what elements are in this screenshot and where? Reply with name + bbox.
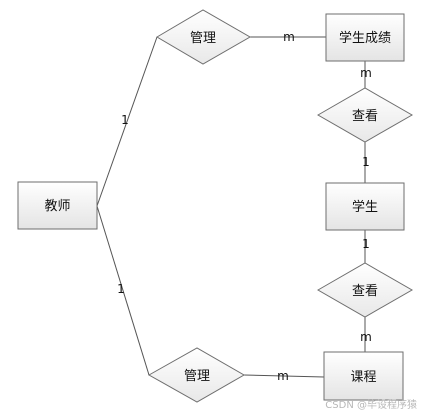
- relation-view-course[interactable]: 查看: [316, 262, 414, 318]
- cardinality-score-view: m: [360, 66, 372, 80]
- cardinality-teacher-manage-course: 1: [117, 282, 125, 296]
- cardinality-view-student-upper: 1: [362, 155, 370, 169]
- entity-teacher[interactable]: 教师: [17, 181, 98, 230]
- entity-student[interactable]: 学生: [325, 182, 405, 231]
- cardinality-teacher-manage-score: 1: [121, 113, 129, 127]
- entity-score[interactable]: 学生成绩: [325, 13, 405, 62]
- relation-manage-score[interactable]: 管理: [156, 9, 252, 65]
- cardinality-manage-course-course: m: [277, 369, 289, 383]
- line-manage-course-course: [243, 374, 325, 378]
- entity-teacher-label: 教师: [44, 198, 70, 214]
- entity-course-label: 课程: [350, 370, 376, 385]
- relation-view-score-label: 查看: [352, 108, 378, 124]
- relation-view-course-label: 查看: [352, 283, 378, 299]
- entity-course[interactable]: 课程: [323, 351, 404, 401]
- relation-manage-course[interactable]: 管理: [147, 347, 246, 403]
- cardinality-view-course: m: [360, 330, 372, 344]
- relation-manage-course-label: 管理: [184, 369, 210, 384]
- relation-view-score[interactable]: 查看: [316, 87, 414, 143]
- line-teacher-manage-score: [96, 36, 158, 207]
- entity-score-label: 学生成绩: [339, 30, 391, 46]
- cardinality-student-view-lower: 1: [362, 237, 370, 251]
- line-teacher-manage-course: [96, 205, 150, 376]
- relation-manage-score-label: 管理: [190, 31, 216, 46]
- entity-student-label: 学生: [352, 199, 378, 215]
- watermark: CSDN @毕设程序猿: [325, 398, 417, 411]
- cardinality-manage-score-score: m: [283, 30, 295, 44]
